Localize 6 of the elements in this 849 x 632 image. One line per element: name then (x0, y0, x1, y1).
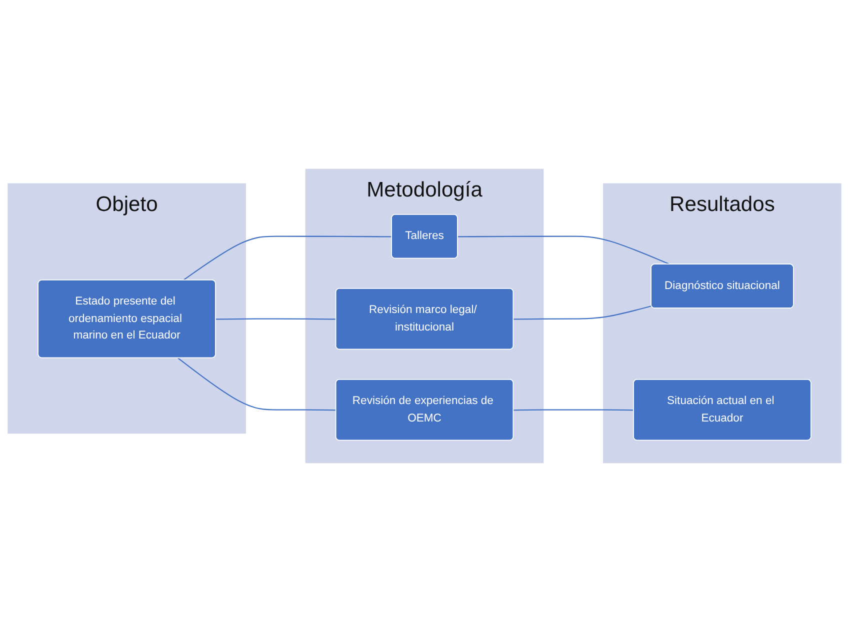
connector (514, 409, 634, 411)
connector (182, 236, 392, 281)
connector (178, 358, 336, 411)
connector (514, 305, 652, 320)
connector (458, 236, 670, 265)
connector (216, 318, 336, 320)
